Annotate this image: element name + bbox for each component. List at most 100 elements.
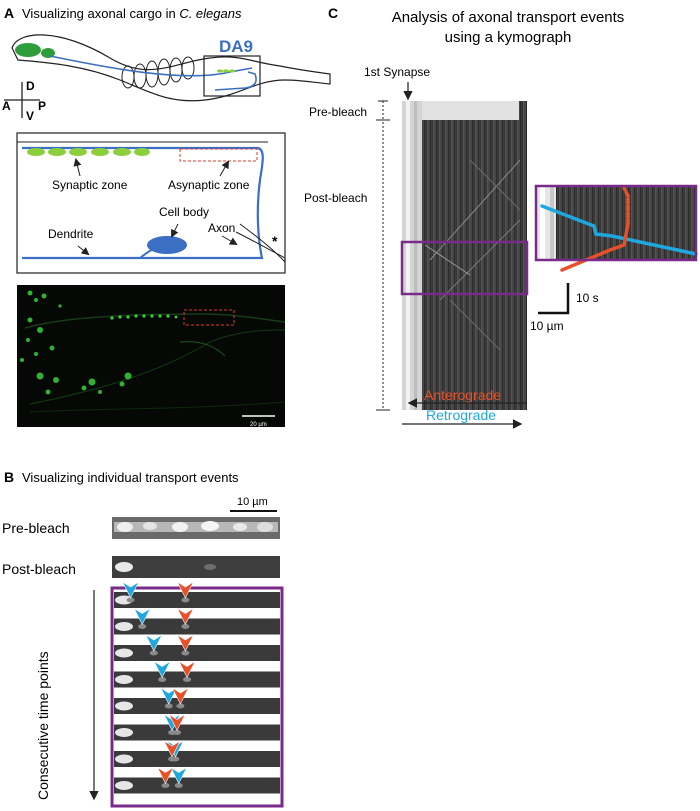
time-axis-label: Consecutive time points <box>35 651 51 800</box>
schematic-body-curve <box>235 231 286 259</box>
first-synapse-label: 1st Synapse <box>364 65 430 79</box>
retrograde-particle <box>158 677 167 682</box>
panel-c: C Analysis of axonal transport events us… <box>304 5 698 429</box>
post-bleach-label: Post-bleach <box>2 561 76 577</box>
anterograde-label: Anterograde <box>424 387 501 403</box>
anterograde-particle <box>161 783 170 788</box>
time-series-markers <box>121 581 196 785</box>
micrograph-scale-label: 20 µm <box>250 422 267 428</box>
pre-bleach-bracket <box>376 100 390 121</box>
post-bleach-strip <box>112 556 280 578</box>
axon-label: Axon <box>208 221 235 235</box>
time-frame-strip <box>114 592 280 608</box>
compass-anterior: A <box>2 99 11 113</box>
retrograde-marker <box>145 634 163 652</box>
time-series-frames <box>114 592 280 794</box>
retrograde-label: Retrograde <box>426 407 496 423</box>
schematic-pointers <box>73 158 238 256</box>
time-frame-synapse-spot <box>115 675 133 684</box>
anterograde-marker <box>176 634 195 652</box>
pre-bleach-label: Pre-bleach <box>2 520 70 536</box>
anterograde-particle <box>176 703 185 709</box>
panel-b-scale-label: 10 µm <box>237 496 268 508</box>
schematic-neuron <box>22 146 264 260</box>
time-frame-synapse-spot <box>115 728 133 737</box>
synaptic-vesicles <box>27 148 150 156</box>
anterograde-particle <box>168 756 177 762</box>
time-frame-synapse-spot <box>115 781 133 790</box>
compass-ventral: V <box>26 109 34 123</box>
anterograde-particle <box>181 597 190 603</box>
time-frame-strip <box>114 698 280 714</box>
neuron-name-label: DA9 <box>219 37 253 56</box>
star-label: * <box>272 233 278 249</box>
retrograde-trace <box>540 204 698 256</box>
kymograph-inset-frame <box>534 184 698 262</box>
anterograde-trace-dashed <box>622 186 630 226</box>
retrograde-marker <box>133 607 151 626</box>
panel-b-letter: B <box>4 469 14 485</box>
retrograde-marker <box>163 713 181 732</box>
time-frame-synapse-spot <box>115 648 133 658</box>
cell-body <box>147 236 187 254</box>
worm-neuron <box>49 55 253 77</box>
retrograde-particle <box>126 597 135 603</box>
time-frame-strip <box>114 618 280 635</box>
schematic-body-curve-2 <box>239 223 286 263</box>
space-scale-label: 10 µm <box>530 319 564 333</box>
anterograde-particle <box>183 677 192 682</box>
panel-a: A Visualizing axonal cargo in C. elegans… <box>2 5 331 428</box>
anterograde-marker <box>163 740 181 758</box>
anterograde-marker <box>171 687 190 705</box>
retrograde-marker <box>160 687 178 705</box>
compass-posterior: P <box>38 99 46 113</box>
time-frame-synapse-spot <box>115 754 133 764</box>
compass <box>4 82 40 118</box>
time-frame-synapse-spot <box>115 595 133 605</box>
compass-dorsal: D <box>26 79 35 93</box>
time-frame-synapse-spot <box>115 701 133 711</box>
worm-coils <box>121 56 195 89</box>
retrograde-particle <box>149 650 158 656</box>
kymo-pre-bleach-label: Pre-bleach <box>309 105 367 119</box>
retrograde-marker <box>169 766 188 785</box>
anterograde-marker <box>156 766 175 785</box>
anterograde-particle <box>181 624 190 629</box>
kymo-post-bleach-label: Post-bleach <box>304 191 367 205</box>
worm-synapses <box>217 69 235 73</box>
retrograde-marker <box>153 660 171 679</box>
asynaptic-zone-label: Asynaptic zone <box>168 178 250 192</box>
worm-neuron-tail <box>214 71 257 91</box>
anterograde-marker <box>178 660 196 679</box>
retrograde-marker <box>121 581 140 599</box>
panel-c-letter: C <box>328 5 338 21</box>
anterograde-marker <box>176 581 195 599</box>
kymograph-roi-box <box>400 240 529 296</box>
time-scale-label: 10 s <box>576 291 599 305</box>
time-frame-strip <box>114 645 280 661</box>
panel-a-letter: A <box>4 5 14 21</box>
panel-c-title-line-2: using a kymograph <box>445 29 572 46</box>
worm-zoom-box <box>203 55 261 97</box>
time-frame-strip <box>114 724 280 741</box>
retrograde-particle <box>174 783 183 788</box>
time-frame-synapse-spot <box>115 622 133 631</box>
micrograph-signal <box>20 290 286 413</box>
kymograph <box>402 101 527 410</box>
panel-b-title: Visualizing individual transport events <box>22 470 239 485</box>
retrograde-particle <box>164 703 173 709</box>
panel-b: B Visualizing individual transport event… <box>2 469 284 808</box>
retrograde-particle <box>138 624 147 629</box>
asynaptic-zone-box <box>179 148 258 162</box>
anterograde-marker <box>176 607 195 626</box>
worm-body <box>11 34 331 102</box>
anterograde-particle <box>181 650 190 656</box>
dendrite-label: Dendrite <box>48 227 94 241</box>
worm-head-bulb <box>15 43 41 57</box>
micrograph-roi-box <box>183 309 235 326</box>
time-frame-strip <box>114 777 280 794</box>
anterograde-marker <box>168 713 186 732</box>
synaptic-zone-label: Synaptic zone <box>52 178 128 192</box>
panel-c-title-line-1: Analysis of axonal transport events <box>392 9 625 26</box>
